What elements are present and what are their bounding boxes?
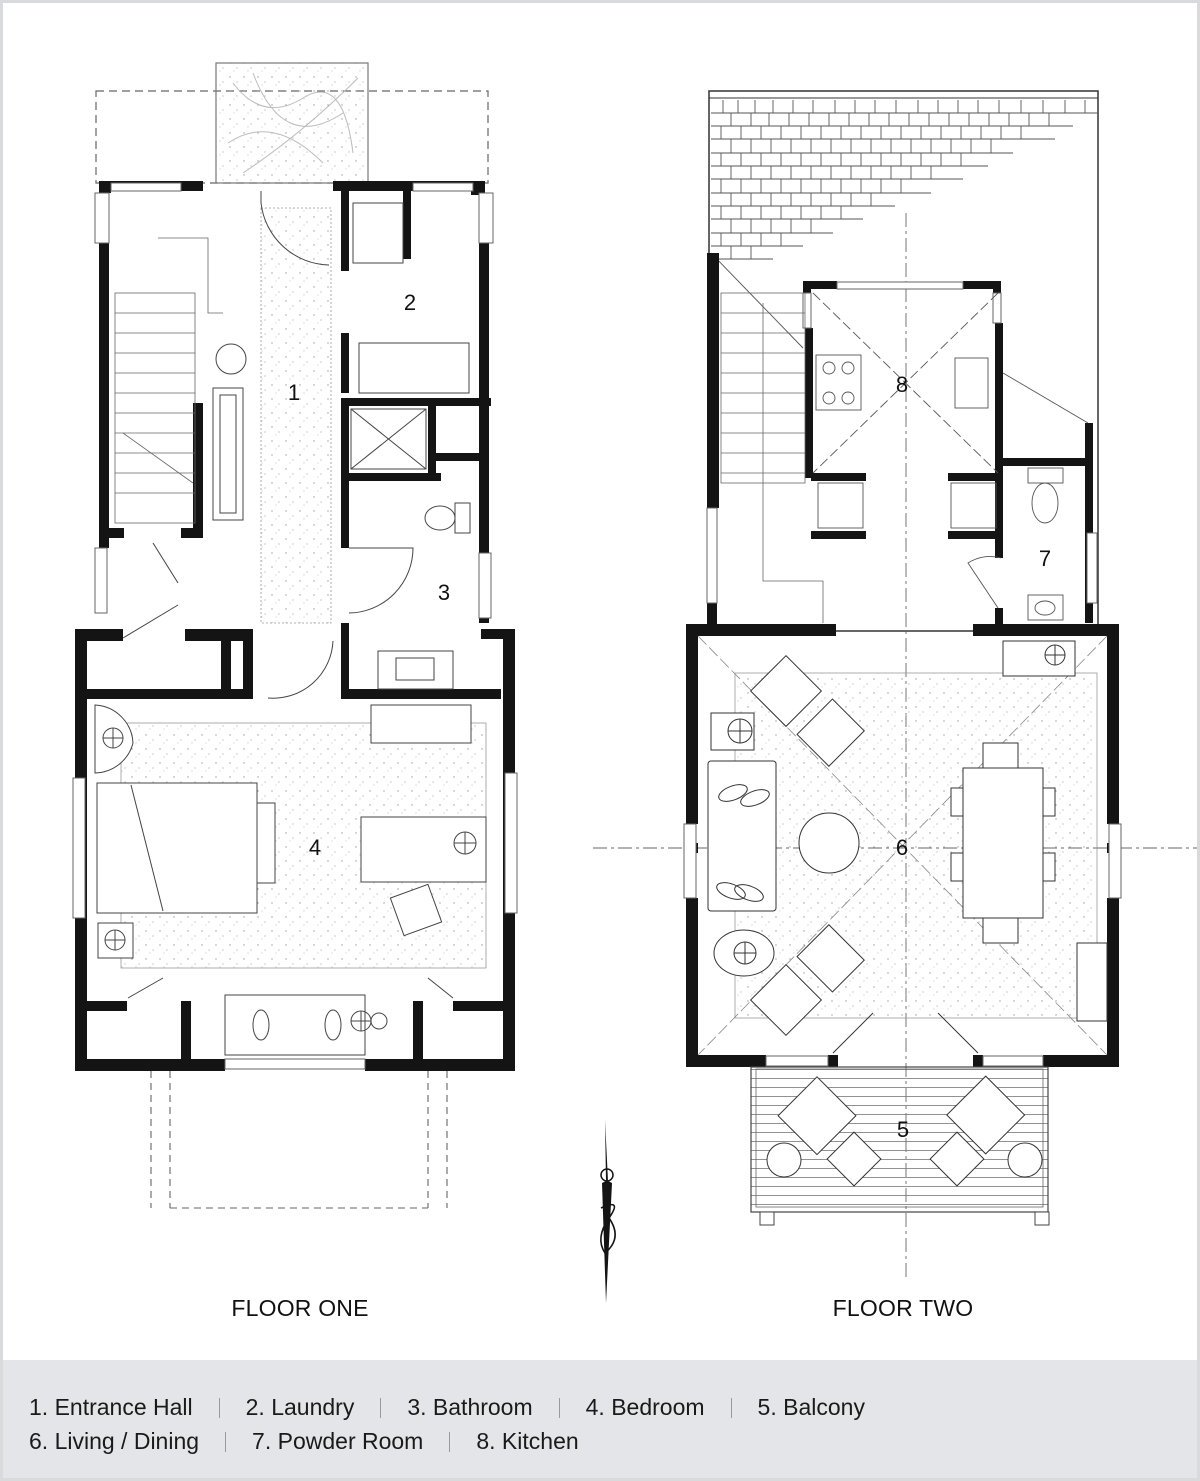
room-number-powder-room: 7 xyxy=(1038,546,1052,571)
legend-separator xyxy=(218,1397,220,1418)
legend-item: 5. Balcony xyxy=(757,1394,865,1420)
legend-separator xyxy=(449,1431,451,1452)
floor-two-title: FLOOR TWO xyxy=(832,1295,974,1321)
legend-item: 3. Bathroom xyxy=(407,1394,533,1420)
legend-separator xyxy=(558,1397,560,1418)
drawing-area: 1 2 3 4 8 7 6 5 FLOOR ONE FLOOR TWO xyxy=(3,3,1197,1360)
floor-one-title: FLOOR ONE xyxy=(231,1295,369,1321)
north-arrow-icon xyxy=(600,1120,616,1303)
floor-two-plan xyxy=(593,90,1197,1278)
room-number-entrance-hall: 1 xyxy=(287,380,301,405)
legend-item: 4. Bedroom xyxy=(585,1394,705,1420)
room-legend: 1. Entrance Hall 2. Laundry 3. Bathroom … xyxy=(3,1360,1197,1478)
room-number-living-dining: 6 xyxy=(895,835,909,860)
floor-one-plan xyxy=(72,62,518,1209)
room-number-laundry: 2 xyxy=(403,290,417,315)
legend-item: 6. Living / Dining xyxy=(29,1428,200,1454)
room-number-kitchen: 8 xyxy=(895,372,909,397)
legend-row-1: 1. Entrance Hall 2. Laundry 3. Bathroom … xyxy=(29,1394,865,1421)
legend-item: 1. Entrance Hall xyxy=(29,1394,193,1420)
legend-separator xyxy=(380,1397,382,1418)
room-number-balcony: 5 xyxy=(896,1117,910,1142)
room-number-bathroom: 3 xyxy=(437,580,451,605)
legend-item: 2. Laundry xyxy=(245,1394,355,1420)
legend-item: 7. Powder Room xyxy=(252,1428,424,1454)
legend-row-2: 6. Living / Dining 7. Powder Room 8. Kit… xyxy=(29,1428,579,1455)
legend-item: 8. Kitchen xyxy=(476,1428,579,1454)
legend-separator xyxy=(225,1431,227,1452)
legend-separator xyxy=(730,1397,732,1418)
room-number-bedroom: 4 xyxy=(308,835,322,860)
